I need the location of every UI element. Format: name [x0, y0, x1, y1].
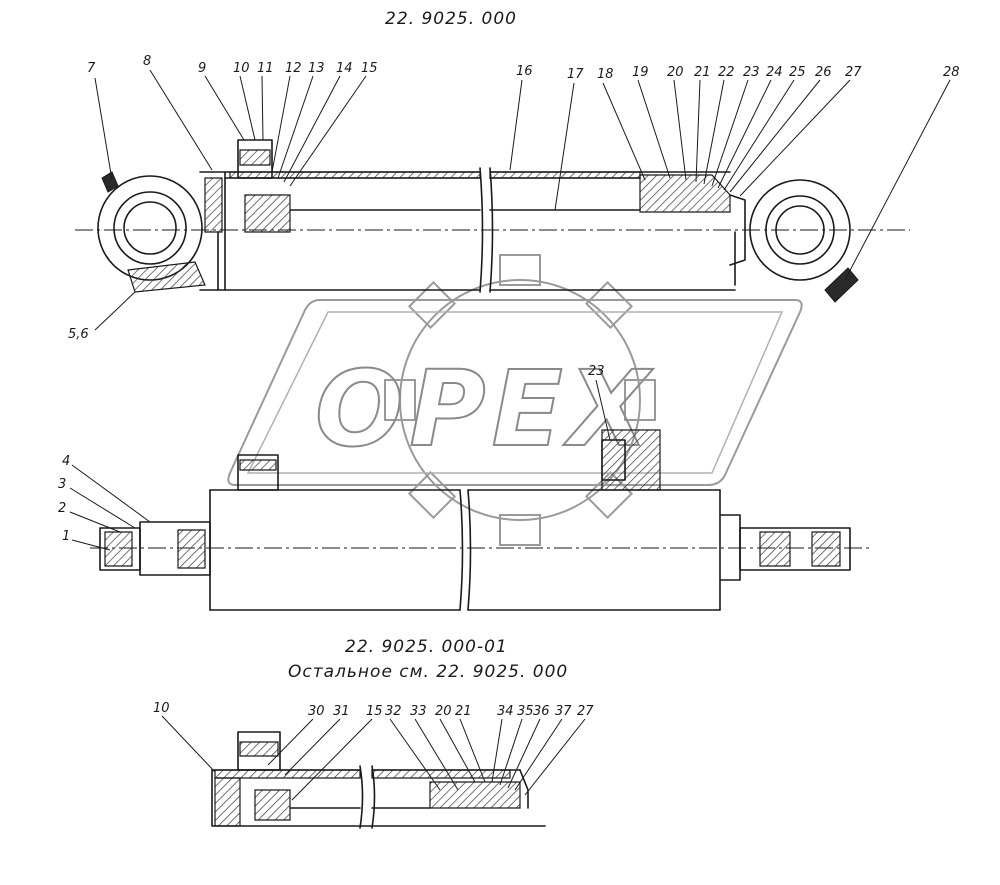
callout-label: 18 — [597, 67, 614, 82]
callout-label: 1 — [62, 529, 70, 544]
drawing-title-variant: 22. 9025. 000-01 — [345, 637, 508, 657]
callout-label: 20 — [667, 65, 684, 80]
callout-label: 13 — [308, 61, 325, 76]
callout-label: 23 — [743, 65, 760, 80]
callout-label: 10 — [233, 61, 250, 76]
callout-label: 3 — [58, 477, 66, 492]
drawing-title-variant-note: Остальное см. 22. 9025. 000 — [288, 662, 568, 682]
callout-label: 19 — [632, 65, 649, 80]
bottom-view-cylinder — [211, 731, 546, 829]
middle-view-labels: 4 3 2 1 23 — [58, 364, 611, 551]
callout-label: 25 — [789, 65, 806, 80]
callout-label: 23 — [588, 364, 605, 379]
callout-label: 22 — [718, 65, 735, 80]
callout-label: 37 — [555, 704, 572, 719]
callout-label: 34 — [497, 704, 514, 719]
callout-label: 33 — [410, 704, 427, 719]
callout-label: 15 — [361, 61, 378, 76]
callout-label: 31 — [333, 704, 350, 719]
callout-label: 16 — [516, 64, 533, 79]
callout-label: 5,6 — [68, 327, 89, 342]
callout-label: 27 — [577, 704, 594, 719]
callout-label: 4 — [62, 454, 70, 469]
callout-label: 36 — [533, 704, 550, 719]
top-view-labels: 7 8 9 10 11 12 13 14 15 16 17 18 19 20 2… — [68, 54, 960, 342]
callout-label: 14 — [336, 61, 353, 76]
callout-label: 9 — [198, 61, 206, 76]
middle-view-cylinder — [90, 429, 870, 611]
callout-label: 35 — [517, 704, 534, 719]
top-view-cylinder — [75, 139, 910, 303]
callout-label: 26 — [815, 65, 832, 80]
callout-label: 17 — [567, 67, 584, 82]
callout-label: 2 — [58, 501, 66, 516]
callout-label: 15 — [366, 704, 383, 719]
callout-label: 27 — [845, 65, 862, 80]
watermark-text: OPEX — [315, 348, 655, 470]
callout-label: 21 — [455, 704, 472, 719]
callout-label: 21 — [694, 65, 711, 80]
callout-label: 24 — [766, 65, 783, 80]
watermark-frame — [227, 299, 803, 486]
callout-label: 32 — [385, 704, 402, 719]
callout-label: 20 — [435, 704, 452, 719]
callout-label: 8 — [143, 54, 151, 69]
callout-label: 12 — [285, 61, 302, 76]
bottom-view-labels: 10 30 31 15 32 33 20 21 34 35 36 37 27 — [153, 701, 594, 801]
callout-label: 30 — [308, 704, 325, 719]
callout-label: 7 — [87, 61, 96, 76]
callout-label: 11 — [257, 61, 274, 76]
watermark: OPEX — [227, 254, 803, 546]
drawing-title-main: 22. 9025. 000 — [385, 9, 517, 29]
callout-label: 28 — [943, 65, 960, 80]
callout-label: 10 — [153, 701, 170, 716]
